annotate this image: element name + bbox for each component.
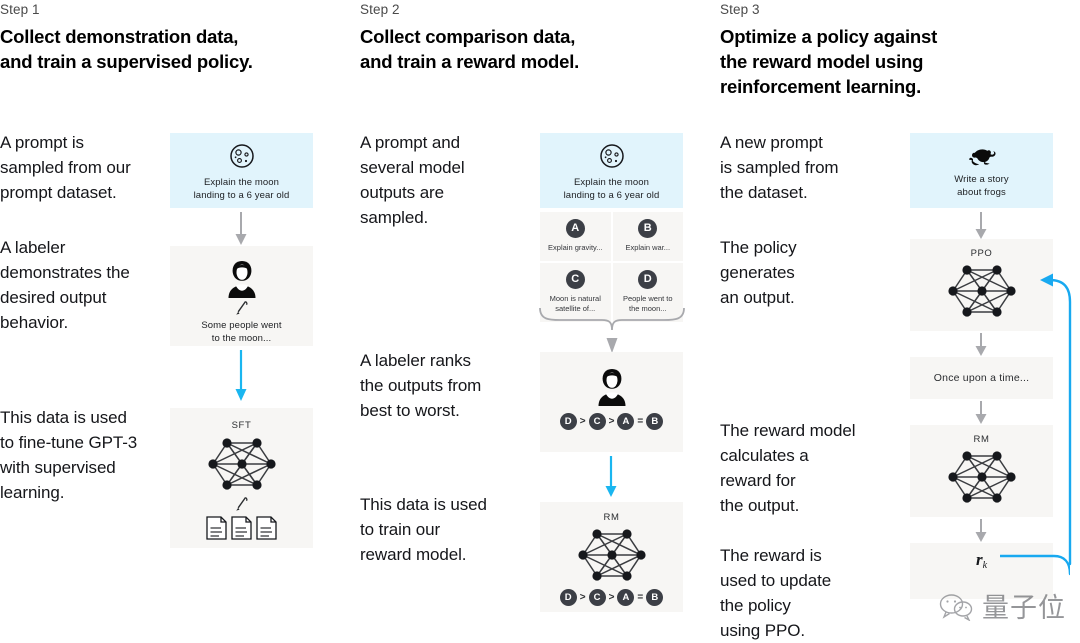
rank-badge-d: D [559,413,577,430]
option-cell-b[interactable]: B Explain war... [612,212,683,261]
step-2-prompt-panel: Explain the moon landing to a 6 year old [540,133,683,208]
rank-badge-c: C [588,589,606,606]
step-2-title: Collect comparison data, and train a rew… [360,26,580,72]
step-1-blurb-3: This data is used to fine-tune GPT-3 wit… [0,408,138,502]
rank-badge-c: C [588,413,606,430]
step-2-merge-brace [539,307,685,353]
person-icon [228,261,255,298]
option-cell-c[interactable]: C Moon is natural satellite of... [540,263,611,322]
option-text-c: Moon is natural satellite of... [549,294,601,313]
step-3-reward-model-panel: RM [910,425,1053,517]
step-1-labeler-panel: Some people went to the moon... [170,246,313,346]
rank-badge-a: A [617,413,635,430]
step-2-blurb-1: A prompt and several model outputs are s… [360,133,465,227]
step-1-title: Collect demonstration data, and train a … [0,26,253,72]
neural-network-icon [577,529,646,581]
step-1-prompt-caption: Explain the moon landing to a 6 year old [193,177,290,201]
rank-operator-2: > [608,592,615,603]
ppo-feedback-loop-arrow [1040,273,1072,566]
step-1-prompt-panel: Explain the moon landing to a 6 year old [170,133,313,208]
watermark-text: 量子位 [982,593,1066,624]
step-1-labeler-caption: Some people went to the moon... [201,320,282,344]
step-2-prompt-caption: Explain the moon landing to a 6 year old [563,177,660,201]
rank-operator-2: > [608,416,615,427]
reward-subscript: k [982,560,988,571]
step-3-blurb-1: A new prompt is sampled from the dataset… [720,133,839,202]
step-1-arrow-1 [235,212,247,245]
rank-badge-b: B [646,589,664,606]
step-2-column: Step 2 Collect comparison data, and trai… [360,0,720,641]
neural-network-icon [947,451,1016,503]
wechat-icon [939,593,973,621]
rank-operator-1: > [579,416,586,427]
step-2-labeler-panel: D > C > A = B [540,352,683,452]
moon-icon [599,144,624,168]
rank-badge-b: B [646,413,664,430]
neural-network-icon [207,438,276,490]
step-1-arrow-2 [235,350,247,401]
step-1-column: Step 1 Collect demonstration data, and t… [0,0,360,641]
step-3-column: Step 3 Optimize a policy against the rew… [720,0,1080,641]
step-1-model-tag: SFT [231,420,252,431]
step-2-label: Step 2 [360,2,400,17]
step-2-blurb-2: A labeler ranks the outputs from best to… [360,351,482,420]
step-1-label: Step 1 [0,2,40,17]
rank-operator-1: > [579,592,586,603]
step-2-model-tag: RM [603,512,620,523]
step-2-arrow-2 [605,456,617,497]
step-3-blurb-4: The reward is used to update the policy … [720,546,832,640]
rank-badge-d: D [559,589,577,606]
step-2-labeler-ranking: D > C > A = B [540,413,683,430]
step-3-blurb-2: The policy generates an output. [720,238,797,307]
step-3-arrow-3 [975,401,987,424]
step-1-model-panel: SFT [170,408,313,548]
step-2-options-grid: A Explain gravity... B Explain war... C … [540,212,683,322]
step-3-title: Optimize a policy against the reward mod… [720,26,938,97]
documents-icon [205,516,277,540]
step-3-label: Step 3 [720,2,760,17]
option-badge-c: C [565,270,585,289]
ppo-feedback-loop-tail [1000,554,1070,576]
step-3-reward-panel: rk [910,543,1053,599]
rank-badge-a: A [617,589,635,606]
option-badge-a: A [565,219,585,238]
step-3-policy-panel: PPO [910,239,1053,331]
step-3-prompt-caption: Write a story about frogs [954,174,1009,198]
step-2-model-ranking: D > C > A = B [540,589,683,606]
step-3-reward-model-tag: RM [973,434,990,445]
step-3-policy-tag: PPO [970,248,993,259]
frog-icon [968,149,996,166]
step-3-output-panel: Once upon a time... [910,357,1053,399]
step-3-arrow-1 [975,212,987,239]
option-text-b: Explain war... [625,243,671,252]
step-1-blurb-2: A labeler demonstrates the desired outpu… [0,238,130,332]
option-cell-d[interactable]: D People went to the moon... [612,263,683,322]
step-3-blurb-3: The reward model calculates a reward for… [720,421,856,515]
option-badge-d: D [638,270,658,289]
person-icon [598,369,625,406]
step-2-model-panel: RM [540,502,683,612]
moon-icon [229,144,254,168]
option-text-a: Explain gravity... [548,243,603,252]
step-2-blurb-3: This data is used to train our reward mo… [360,495,487,564]
step-3-output-text: Once upon a time... [933,372,1030,384]
option-cell-a[interactable]: A Explain gravity... [540,212,611,261]
step-3-arrow-2 [975,333,987,356]
option-badge-b: B [638,219,658,238]
option-text-d: People went to the moon... [622,294,673,313]
neural-network-icon [947,265,1016,317]
watermark: 量子位 [937,586,1066,625]
rank-operator-3: = [637,592,644,603]
rank-operator-3: = [637,416,644,427]
reward-symbol: r [975,550,983,569]
pencil-icon [236,300,248,315]
step-1-blurb-1: A prompt is sampled from our prompt data… [0,133,131,202]
pencil-icon [236,496,248,511]
step-3-arrow-4 [975,519,987,542]
step-3-prompt-panel: Write a story about frogs [910,133,1053,208]
